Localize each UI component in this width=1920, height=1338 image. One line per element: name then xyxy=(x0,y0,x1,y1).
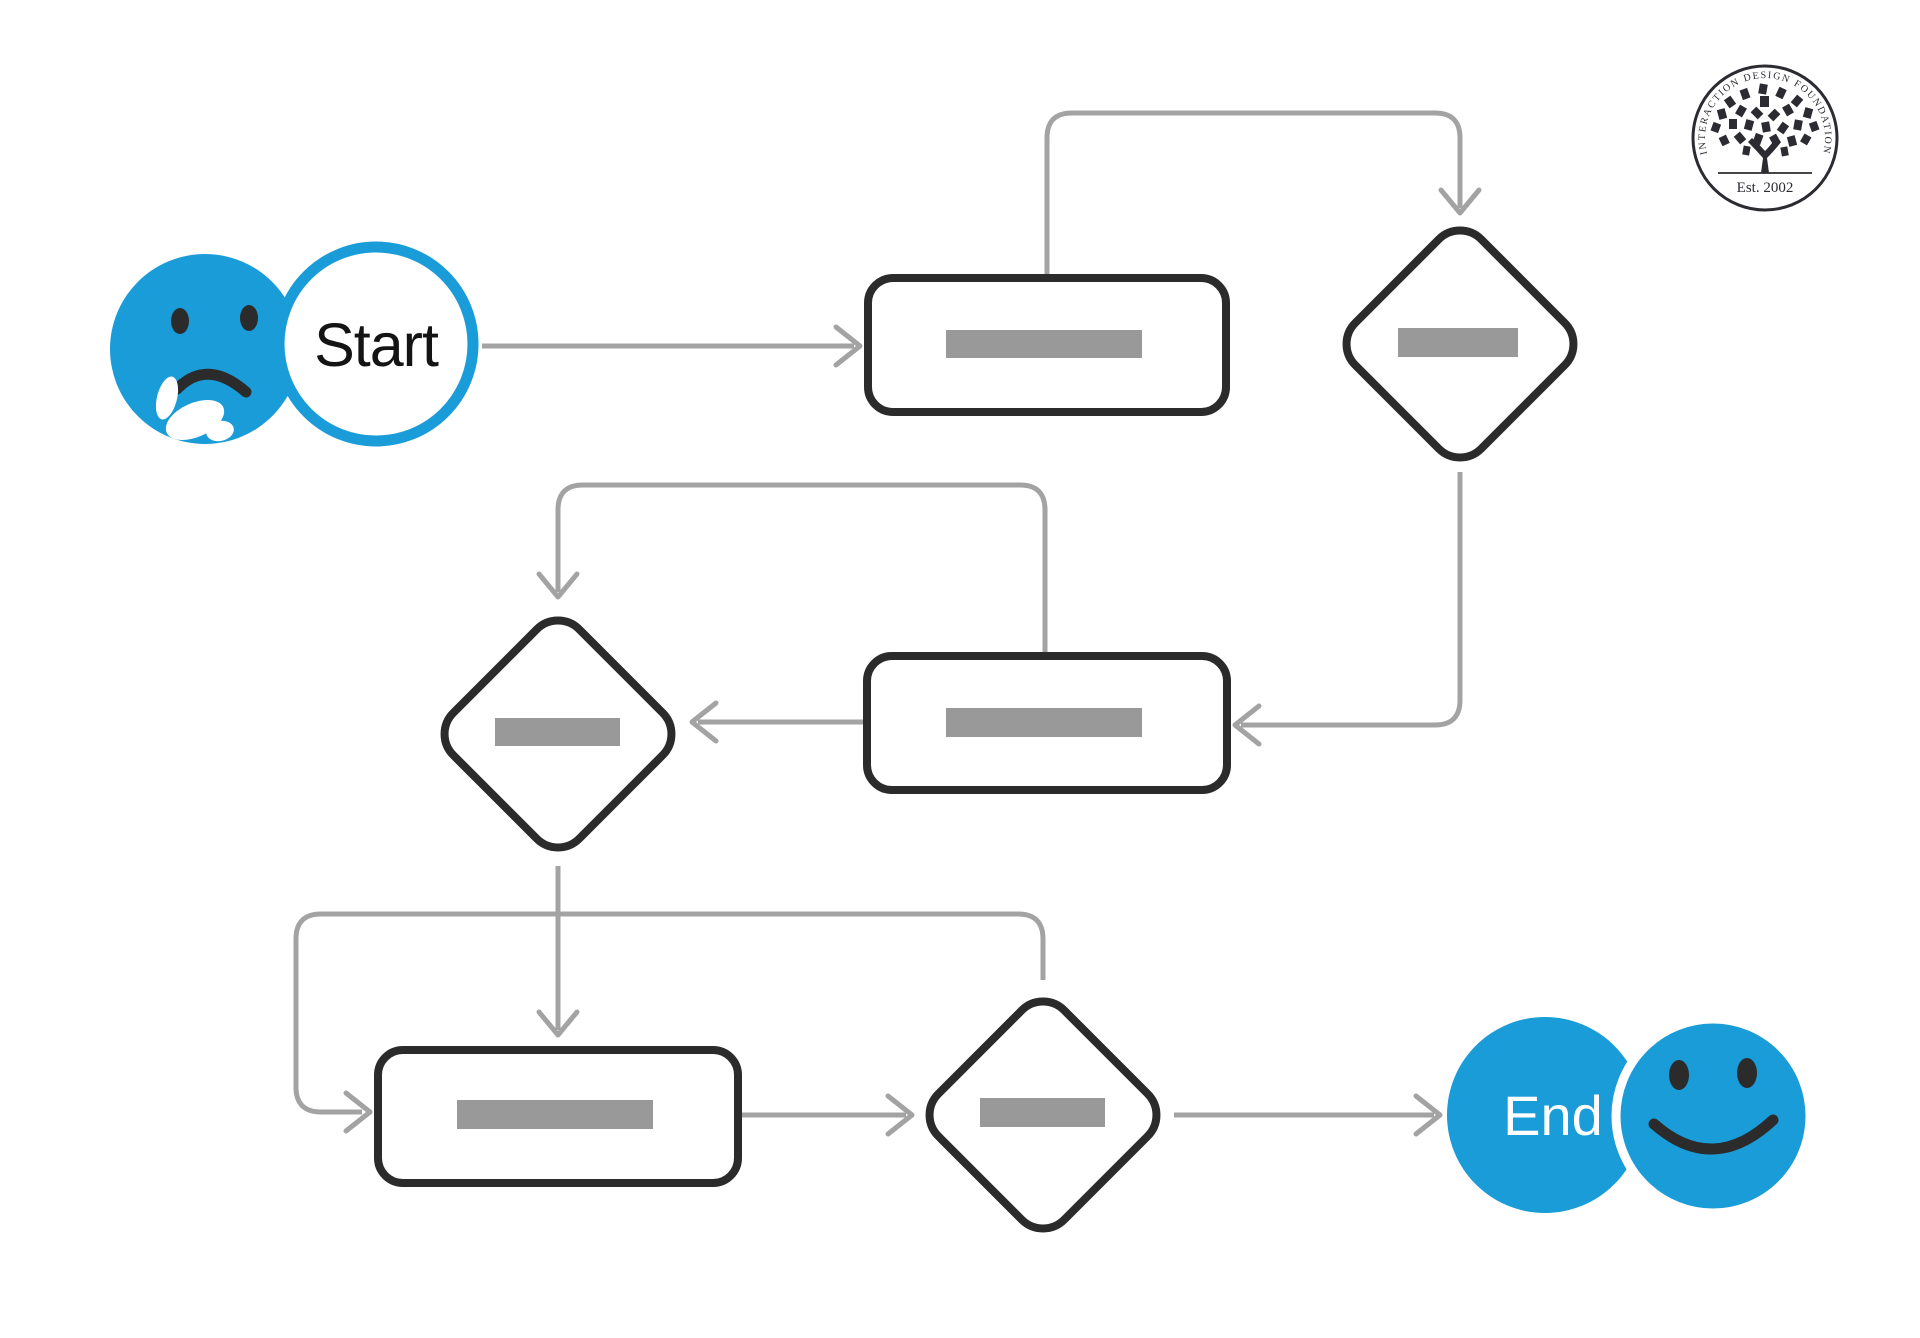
placeholder-bar xyxy=(457,1100,653,1129)
thinking-face-icon xyxy=(110,254,300,444)
process-node-1 xyxy=(864,274,1230,416)
process-node-3 xyxy=(374,1046,742,1187)
loop-process1-to-decision1 xyxy=(1044,110,1482,276)
logo-est-text: Est. 2002 xyxy=(1737,180,1794,196)
arrow-decision1-to-process2 xyxy=(1232,472,1463,747)
logo-tree xyxy=(1710,83,1820,174)
arrow-decision3-to-end xyxy=(1174,1093,1443,1137)
placeholder-bar xyxy=(980,1098,1105,1127)
start-label: Start xyxy=(314,311,439,379)
decision-node-1 xyxy=(1342,226,1578,462)
connectors xyxy=(293,110,1482,1137)
end-label: End xyxy=(1503,1084,1603,1147)
arrow-process3-to-decision3 xyxy=(742,1093,915,1137)
placeholder-bar xyxy=(495,718,620,746)
start-node: Start xyxy=(110,241,479,447)
arrow-start-to-process1 xyxy=(482,324,863,368)
start-circle xyxy=(273,241,479,447)
branch-decision2-left-to-process3 xyxy=(293,911,1018,1134)
end-node: End xyxy=(1447,1014,1815,1218)
placeholder-bar xyxy=(946,330,1142,358)
branch-decision2-to-decision3 xyxy=(1017,911,1046,980)
loop-process2-to-decision2 xyxy=(536,482,1048,654)
end-circle xyxy=(1447,1017,1643,1213)
decision-node-3 xyxy=(925,997,1161,1233)
decision-node-2 xyxy=(440,616,676,852)
process-node-2 xyxy=(863,652,1231,794)
placeholder-bar xyxy=(1398,328,1518,357)
idf-logo: INTERACTION DESIGN FOUNDATION xyxy=(1691,64,1839,212)
arrow-process2-to-decision2 xyxy=(689,700,863,744)
smiley-face-icon xyxy=(1611,1014,1815,1218)
arrow-decision2-to-process3 xyxy=(536,866,580,1038)
placeholder-bar xyxy=(946,708,1142,737)
